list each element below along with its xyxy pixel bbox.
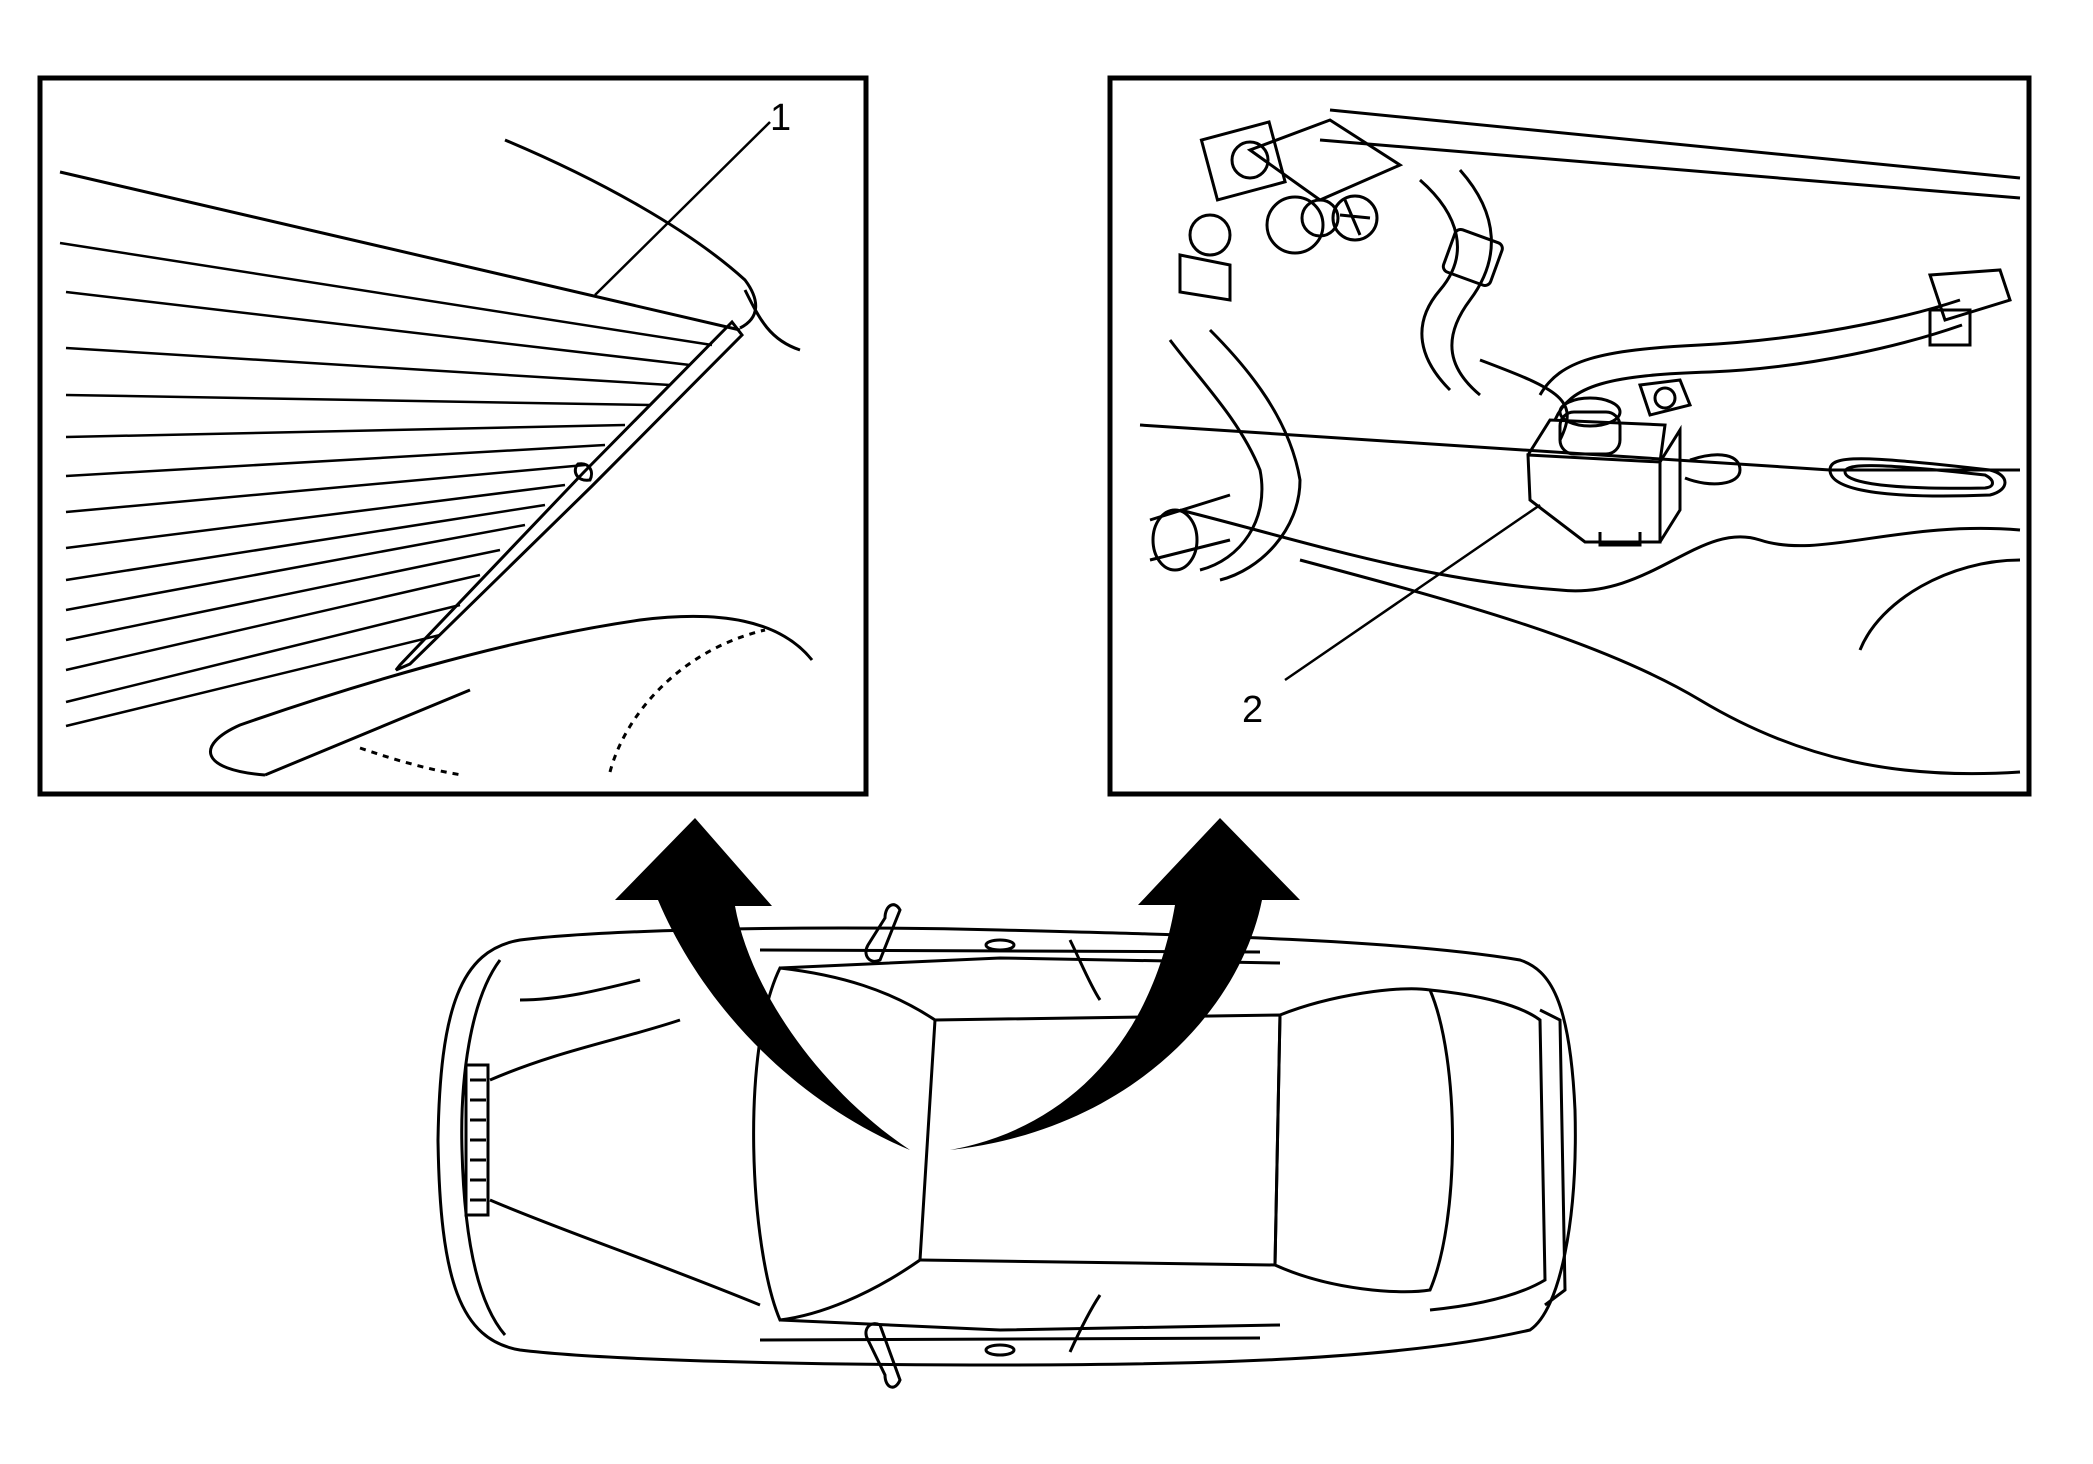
sensor-module xyxy=(1526,378,1742,547)
callout-1-label: 1 xyxy=(770,97,791,139)
mirror-left xyxy=(864,903,902,963)
windshield-hatching xyxy=(59,241,713,728)
vehicle-body-outline xyxy=(436,926,1577,1367)
curved-arrow-up-left-icon xyxy=(615,818,910,1150)
dash-seam-2 xyxy=(608,628,766,773)
windshield xyxy=(752,966,937,1322)
dash-outline xyxy=(209,614,814,777)
mirror-right xyxy=(864,1322,902,1389)
callout-2-leader xyxy=(1284,503,1541,682)
hood-line-2 xyxy=(489,1198,761,1307)
curved-arrow-up-right-icon xyxy=(950,818,1300,1150)
detail-panel-left: 1 xyxy=(37,75,869,797)
panel-slot xyxy=(1828,457,2007,498)
roof-edge-line xyxy=(59,170,741,332)
mounting-bolts xyxy=(1178,118,1404,302)
grille xyxy=(464,1063,490,1217)
door-handle-top xyxy=(984,938,1016,952)
detail-panel-right: 2 xyxy=(1107,75,2032,797)
detail-panel-right-frame xyxy=(1107,75,2032,797)
callout-2-label: 2 xyxy=(1242,689,1263,731)
a-pillar-trim xyxy=(394,319,744,672)
rear-window xyxy=(1273,987,1454,1294)
wiring-harness xyxy=(1149,169,2012,582)
vehicle-top-view xyxy=(436,903,1577,1389)
roof xyxy=(919,1013,1282,1267)
trim-clip xyxy=(573,462,593,482)
door-handle-bottom xyxy=(984,1343,1016,1357)
hood-line-1 xyxy=(489,1018,681,1082)
callout-1-leader xyxy=(594,121,771,296)
